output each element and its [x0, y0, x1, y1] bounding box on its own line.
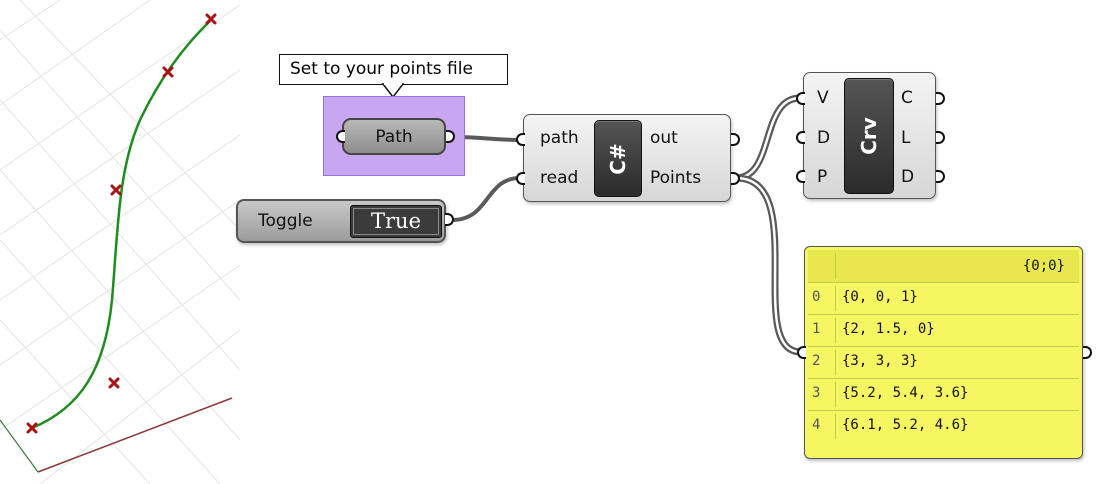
point-marker — [110, 184, 122, 196]
toggle-value: True — [371, 209, 421, 233]
data-panel[interactable]: {0;0} 0 {0, 0, 1} 1 {2, 1.5, 0} 2 {3, 3,… — [804, 246, 1083, 459]
crv-input-vertices[interactable]: V — [817, 88, 829, 108]
list-item: 4 {6.1, 5.2, 4.6} — [808, 411, 1079, 442]
panel-input-port[interactable] — [797, 346, 806, 359]
csharp-icon-label: C# — [606, 142, 630, 175]
list-item: 1 {2, 1.5, 0} — [808, 315, 1079, 347]
viewport-grid — [0, 0, 240, 484]
point-marker — [162, 66, 174, 78]
csharp-read-port[interactable] — [516, 172, 525, 185]
csharp-output-points[interactable]: Points — [650, 168, 702, 188]
csharp-out-port[interactable] — [731, 133, 740, 146]
crv-periodic-port[interactable] — [796, 170, 805, 183]
interpolate-curve-component[interactable]: V D P Crv C L D — [803, 72, 936, 199]
csharp-output-out[interactable]: out — [650, 128, 678, 148]
list-item-value: {0, 0, 1} — [842, 289, 918, 305]
list-item: 3 {5.2, 5.4, 3.6} — [808, 379, 1079, 411]
crv-vertices-port[interactable] — [796, 92, 805, 105]
toggle-output-port[interactable] — [445, 213, 454, 226]
list-item-value: {6.1, 5.2, 4.6} — [842, 417, 969, 433]
csharp-input-read[interactable]: read — [540, 168, 579, 188]
csharp-icon-block: C# — [594, 120, 642, 197]
list-item-index: 0 — [812, 289, 821, 305]
crv-input-periodic[interactable]: P — [817, 167, 828, 187]
list-item: 0 {0, 0, 1} — [808, 283, 1079, 315]
toggle-label: Toggle — [258, 211, 313, 231]
csharp-path-port[interactable] — [516, 133, 525, 146]
path-param[interactable]: Path — [342, 118, 446, 155]
crv-output-domain[interactable]: D — [901, 167, 915, 187]
tooltip-text: Set to your points file — [290, 59, 473, 79]
crv-icon-block: Crv — [844, 78, 894, 194]
crv-length-port[interactable] — [936, 131, 945, 144]
wire-points-to-panel — [735, 174, 801, 356]
wire-toggle-to-read — [451, 176, 521, 222]
list-item-index: 1 — [812, 321, 821, 337]
panel-header: {0;0} — [808, 250, 1079, 283]
crv-output-length[interactable]: L — [901, 128, 911, 148]
crv-domain-port[interactable] — [936, 170, 945, 183]
path-param-output-port[interactable] — [446, 130, 455, 143]
list-item-index: 3 — [812, 385, 821, 401]
list-item-value: {2, 1.5, 0} — [842, 321, 935, 337]
csharp-input-path[interactable]: path — [540, 128, 579, 148]
tooltip: Set to your points file — [279, 54, 508, 85]
rhino-viewport[interactable] — [0, 0, 240, 484]
list-item-value: {3, 3, 3} — [842, 353, 918, 369]
toggle-value-box[interactable]: True — [350, 205, 442, 238]
path-param-input-port[interactable] — [336, 130, 345, 143]
crv-curve-port[interactable] — [936, 92, 945, 105]
boolean-toggle[interactable]: Toggle True — [236, 199, 446, 243]
wire-points-to-vertices — [735, 94, 801, 182]
csharp-points-port[interactable] — [731, 172, 740, 185]
list-item-index: 2 — [812, 353, 821, 369]
point-marker — [205, 13, 217, 25]
point-markers — [26, 13, 217, 434]
crv-icon-label: Crv — [857, 117, 881, 155]
x-axis-line — [37, 397, 233, 473]
list-item-value: {5.2, 5.4, 3.6} — [842, 385, 969, 401]
list-item: 2 {3, 3, 3} — [808, 347, 1079, 379]
crv-output-curve[interactable]: C — [901, 88, 913, 108]
y-axis-line — [0, 419, 39, 473]
point-marker — [108, 377, 120, 389]
panel-path: {0;0} — [1022, 258, 1065, 274]
crv-input-degree[interactable]: D — [817, 128, 831, 148]
path-param-label: Path — [375, 127, 413, 147]
crv-degree-port[interactable] — [796, 131, 805, 144]
csharp-script-component[interactable]: path read C# out Points — [523, 114, 731, 202]
point-marker — [26, 422, 38, 434]
panel-output-port[interactable] — [1083, 346, 1092, 359]
list-item-index: 4 — [812, 417, 821, 433]
